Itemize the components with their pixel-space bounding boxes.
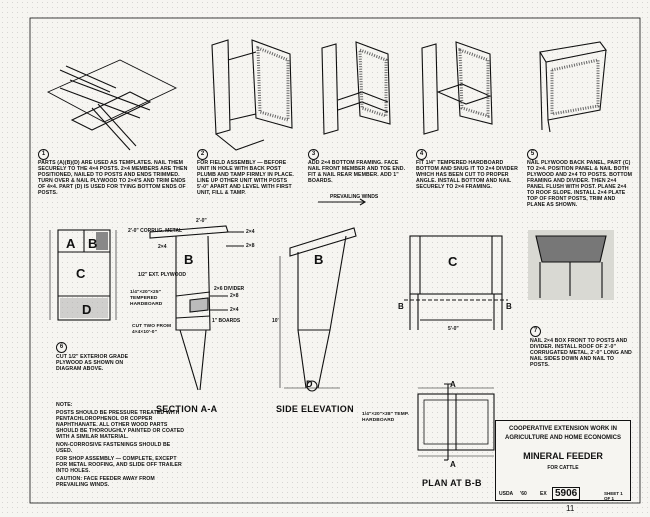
- step-number: 2: [197, 149, 208, 160]
- org-line: COOPERATIVE EXTENSION WORK IN: [509, 426, 617, 432]
- callout: 2×4: [230, 307, 239, 313]
- notes: NOTE: POSTS SHOULD BE PRESSURE TREATED W…: [56, 402, 186, 488]
- callout: 2×8: [230, 293, 239, 299]
- part-label: A: [66, 236, 76, 251]
- section-aa-label: SECTION A-A: [156, 404, 218, 414]
- section-marker: A: [450, 380, 456, 389]
- note-line: CAUTION: FACE FEEDER AWAY FROM PREVAILIN…: [56, 476, 155, 488]
- drawing-subtitle: FOR CATTLE: [547, 465, 579, 471]
- photo-view: [528, 230, 614, 300]
- part-label: B: [314, 252, 324, 267]
- note-line: NON-CORROSIVE FASTENINGS SHOULD BE USED.: [56, 442, 171, 454]
- step2-sketch: [211, 39, 293, 151]
- step-number: 7: [530, 326, 541, 337]
- part-label: C: [448, 254, 458, 269]
- part-label: B: [184, 252, 194, 267]
- section-aa: [149, 225, 244, 391]
- note-line: POSTS SHOULD BE PRESSURE TREATED WITH PE…: [56, 410, 185, 440]
- usda-label: USDA: [499, 491, 514, 497]
- step-text: CUT 1/2" EXTERIOR GRADE PLYWOOD AS SHOWN…: [56, 354, 129, 372]
- section-marker: B: [398, 302, 404, 311]
- step-number: 1: [38, 149, 49, 160]
- drawing-title: MINERAL FEEDER: [523, 451, 603, 461]
- step-text: PARTS (A)(B)(D) ARE USED AS TEMPLATES. N…: [38, 160, 188, 196]
- wind-label: PREVAILING WINDS: [330, 194, 379, 200]
- callout: 1/4"×20"×38" TEMP. HARDBOARD: [362, 412, 409, 423]
- dimension: 2'-0": [196, 218, 207, 224]
- parts-layout: [49, 229, 117, 321]
- side-elevation-label: SIDE ELEVATION: [276, 404, 354, 414]
- drawing-number: 5906: [552, 487, 581, 500]
- step3-sketch: [321, 41, 391, 135]
- step4-sketch: [421, 41, 493, 135]
- dimension: 5'-0": [448, 326, 459, 332]
- step-text: ADD 2×4 BOTTOM FRAMING. FACE NAIL FRONT …: [308, 160, 406, 184]
- step-text: NAIL PLYWOOD BACK PANEL, PART (C) TO 2×4…: [527, 160, 633, 208]
- step1-sketch: [46, 59, 178, 151]
- callout: 2'-0" CORRUG. METAL: [128, 228, 183, 234]
- callout: 2×4: [246, 229, 255, 235]
- callout: 2×8: [246, 243, 255, 249]
- step-number: 5: [527, 149, 538, 160]
- plan-label: PLAN AT B-B: [422, 478, 482, 488]
- page-mark: 11: [566, 504, 575, 513]
- part-label: D: [82, 302, 92, 317]
- step-number: 3: [308, 149, 319, 160]
- part-label: D: [306, 379, 313, 389]
- sheet-label: SHEET 1 OF 1: [604, 491, 623, 501]
- dimension: 10': [272, 318, 279, 324]
- org-line: AGRICULTURE AND HOME ECONOMICS: [505, 435, 621, 441]
- section-marker: A: [450, 460, 456, 469]
- notes-heading: NOTE:: [56, 402, 73, 408]
- part-label: B: [88, 236, 98, 251]
- step-number: 4: [416, 149, 427, 160]
- ex-label: EX: [540, 491, 547, 497]
- side-elevation: [279, 227, 357, 392]
- callout: CUT TWO FROM 4×4×10'-0": [132, 324, 172, 335]
- step5-sketch: [539, 41, 607, 133]
- part-label: C: [76, 266, 86, 281]
- note-line: FOR SHOP ASSEMBLY — COMPLETE, EXCEPT FOR…: [56, 456, 182, 474]
- plan-bb: [417, 383, 495, 461]
- callout: 2×4: [158, 244, 167, 250]
- title-block: COOPERATIVE EXTENSION WORK IN AGRICULTUR…: [495, 420, 631, 501]
- callout: 1/4"×20"×25" TEMPERED HARDBOARD: [130, 290, 163, 307]
- step-text: FOR FIELD ASSEMBLY — BEFORE UNIT IN HOLE…: [197, 160, 294, 196]
- front-elevation: [404, 235, 508, 330]
- callout: 2×6 DIVIDER: [214, 286, 245, 292]
- step-text: FIT 1/4" TEMPERED HARDBOARD BOTTOM AND S…: [416, 160, 518, 190]
- step-text: NAIL 2×4 BOX FRONT TO POSTS AND DIVIDER.…: [530, 338, 632, 368]
- step-number: 6: [56, 342, 67, 353]
- year-label: '60: [520, 491, 527, 497]
- callout: 1" BOARDS: [212, 318, 241, 324]
- callout: 1/2" EXT. PLYWOOD: [138, 272, 187, 278]
- section-marker: B: [506, 302, 512, 311]
